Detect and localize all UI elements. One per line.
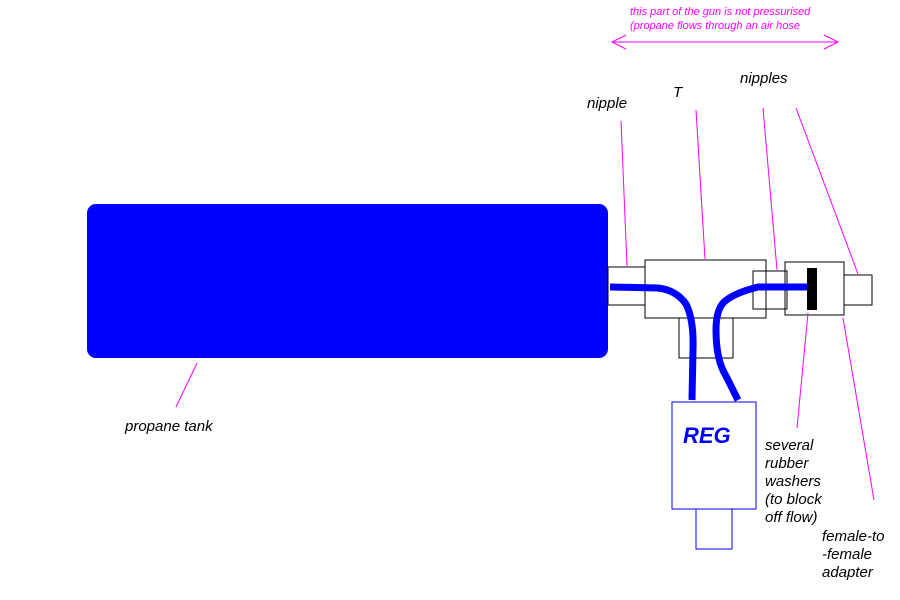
label-adapter-line-1: female-to	[822, 528, 885, 545]
propane-tank	[87, 204, 608, 358]
label-propane-tank: propane tank	[124, 418, 214, 435]
rubber-washers	[807, 268, 817, 310]
supply-hose	[609, 283, 697, 401]
label-washers-line-1: several	[765, 437, 814, 454]
label-nipples: nipples	[740, 70, 788, 87]
leader-washers	[796, 312, 809, 429]
label-washers-line-4: (to block	[765, 491, 823, 508]
note-line-1: this part of the gun is not pressurised	[630, 6, 811, 18]
return-hose	[712, 283, 812, 402]
note-line-2: (propane flows through an air hose	[630, 20, 800, 32]
label-tee: T	[673, 84, 684, 101]
leader-propane-tank	[175, 362, 198, 408]
regulator-body	[671, 401, 757, 510]
regulator-label: REG	[683, 423, 731, 448]
label-washers-line-3: washers	[765, 473, 821, 490]
label-washers-line-2: rubber	[765, 455, 809, 472]
label-nipple: nipple	[587, 95, 627, 112]
leader-tee	[695, 109, 706, 260]
label-washers: several rubber washers (to block off flo…	[765, 437, 823, 526]
arrow-head-left	[610, 34, 627, 50]
tee-branch-fitting	[678, 317, 734, 359]
label-adapter-line-3: adapter	[822, 564, 874, 581]
leader-nipple	[620, 120, 628, 267]
label-adapter-line-2: -female	[822, 546, 872, 563]
leader-adapter	[842, 317, 875, 501]
end-nipple-fitting	[843, 274, 873, 306]
arrow-head-right	[823, 34, 840, 50]
leader-nipples-right	[795, 107, 859, 275]
regulator-outlet	[695, 508, 733, 550]
label-adapter: female-to -female adapter	[822, 528, 885, 581]
leader-nipples-left	[762, 107, 778, 271]
leader-lines	[175, 34, 875, 501]
label-washers-line-5: off flow)	[765, 509, 818, 526]
